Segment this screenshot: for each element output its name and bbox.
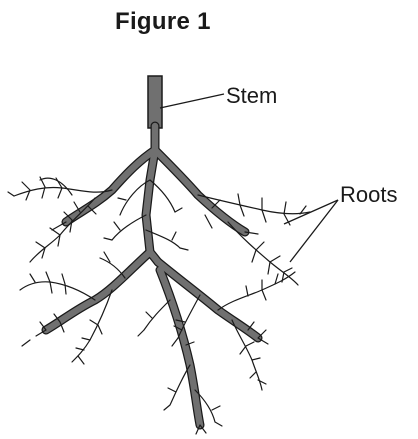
rootlets (8, 177, 310, 434)
stem (148, 76, 162, 128)
main-roots (46, 126, 258, 425)
roots-leader-lines (284, 200, 338, 262)
stem-leader-line (160, 94, 224, 108)
